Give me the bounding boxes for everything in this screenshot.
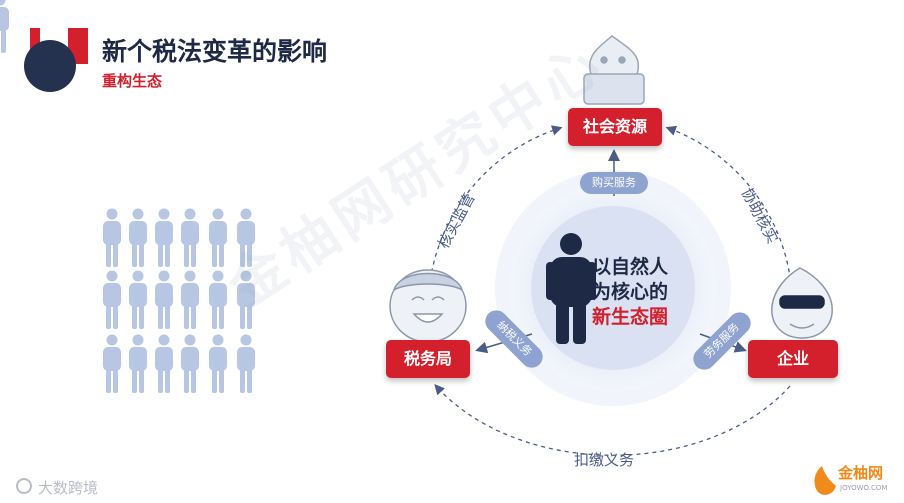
cycle-arc-bottom xyxy=(434,384,791,456)
node-tax-bureau: 税务局 xyxy=(386,340,470,378)
enterprise-mascot-icon xyxy=(771,267,833,339)
right-logo-subtext: JOYOWO.COM xyxy=(840,484,888,492)
left-logo-icon xyxy=(16,478,32,494)
center-text-line2: 为核心的 xyxy=(592,281,669,303)
pill-buy-service: 购买服务 xyxy=(580,172,648,194)
center-text-line3: 新生态圈 xyxy=(592,306,669,328)
page-title: 新个税法变革的影响 xyxy=(102,37,328,66)
right-logo-text: 金柚网 xyxy=(838,464,884,482)
node-society: 社会资源 xyxy=(568,108,662,146)
node-enterprise: 企业 xyxy=(748,340,838,378)
center-text-line1: 以自然人 xyxy=(592,256,669,278)
joyowo-logo-icon xyxy=(814,466,836,495)
center-person-icon xyxy=(546,233,596,344)
header-accent-circle xyxy=(24,40,76,92)
person-crowd-icon xyxy=(0,0,255,393)
left-logo-text: 大数跨境 xyxy=(38,479,99,497)
tax-mascot-icon xyxy=(389,269,467,343)
cycle-label-withhold: 扣缴义务 xyxy=(574,451,635,469)
society-mascot-icon xyxy=(583,35,645,105)
page-subtitle: 重构生态 xyxy=(102,72,163,90)
